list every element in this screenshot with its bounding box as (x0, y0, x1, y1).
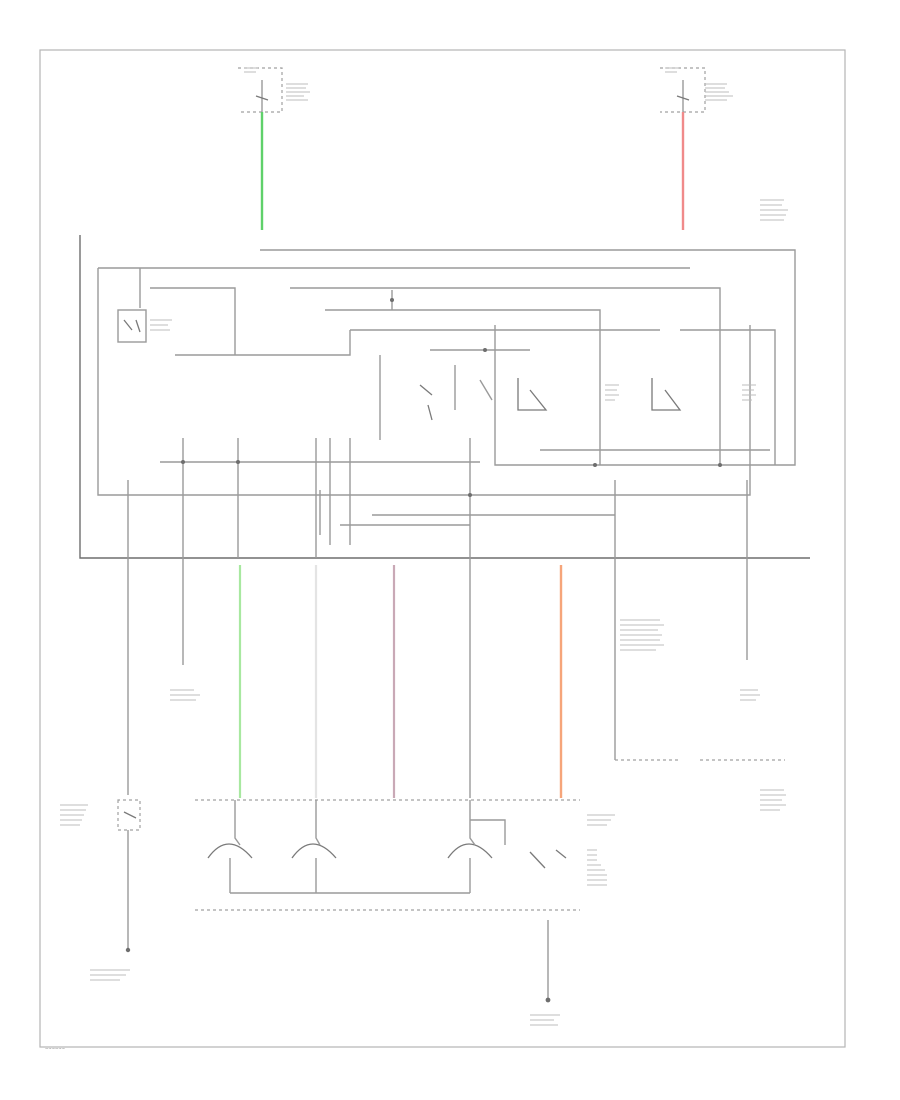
rotary-switch-3 (447, 800, 506, 893)
faint-labels (60, 67, 788, 1026)
rotary-switch-1 (207, 800, 253, 893)
left-switch (117, 799, 141, 953)
page-id-label: ~~~~~~ (45, 1046, 65, 1051)
relay-box (117, 309, 147, 343)
harness-wires (127, 558, 785, 798)
switch-contact-2 (651, 378, 682, 411)
contact-switch (529, 849, 567, 869)
switch-contact-1 (517, 378, 548, 411)
switch-assembly (195, 799, 580, 1003)
control-module (79, 235, 810, 559)
right-fuse-block (660, 67, 706, 230)
diagram-frame (39, 49, 846, 1048)
left-fuse-block (238, 67, 283, 230)
rotary-switch-2 (291, 800, 337, 893)
